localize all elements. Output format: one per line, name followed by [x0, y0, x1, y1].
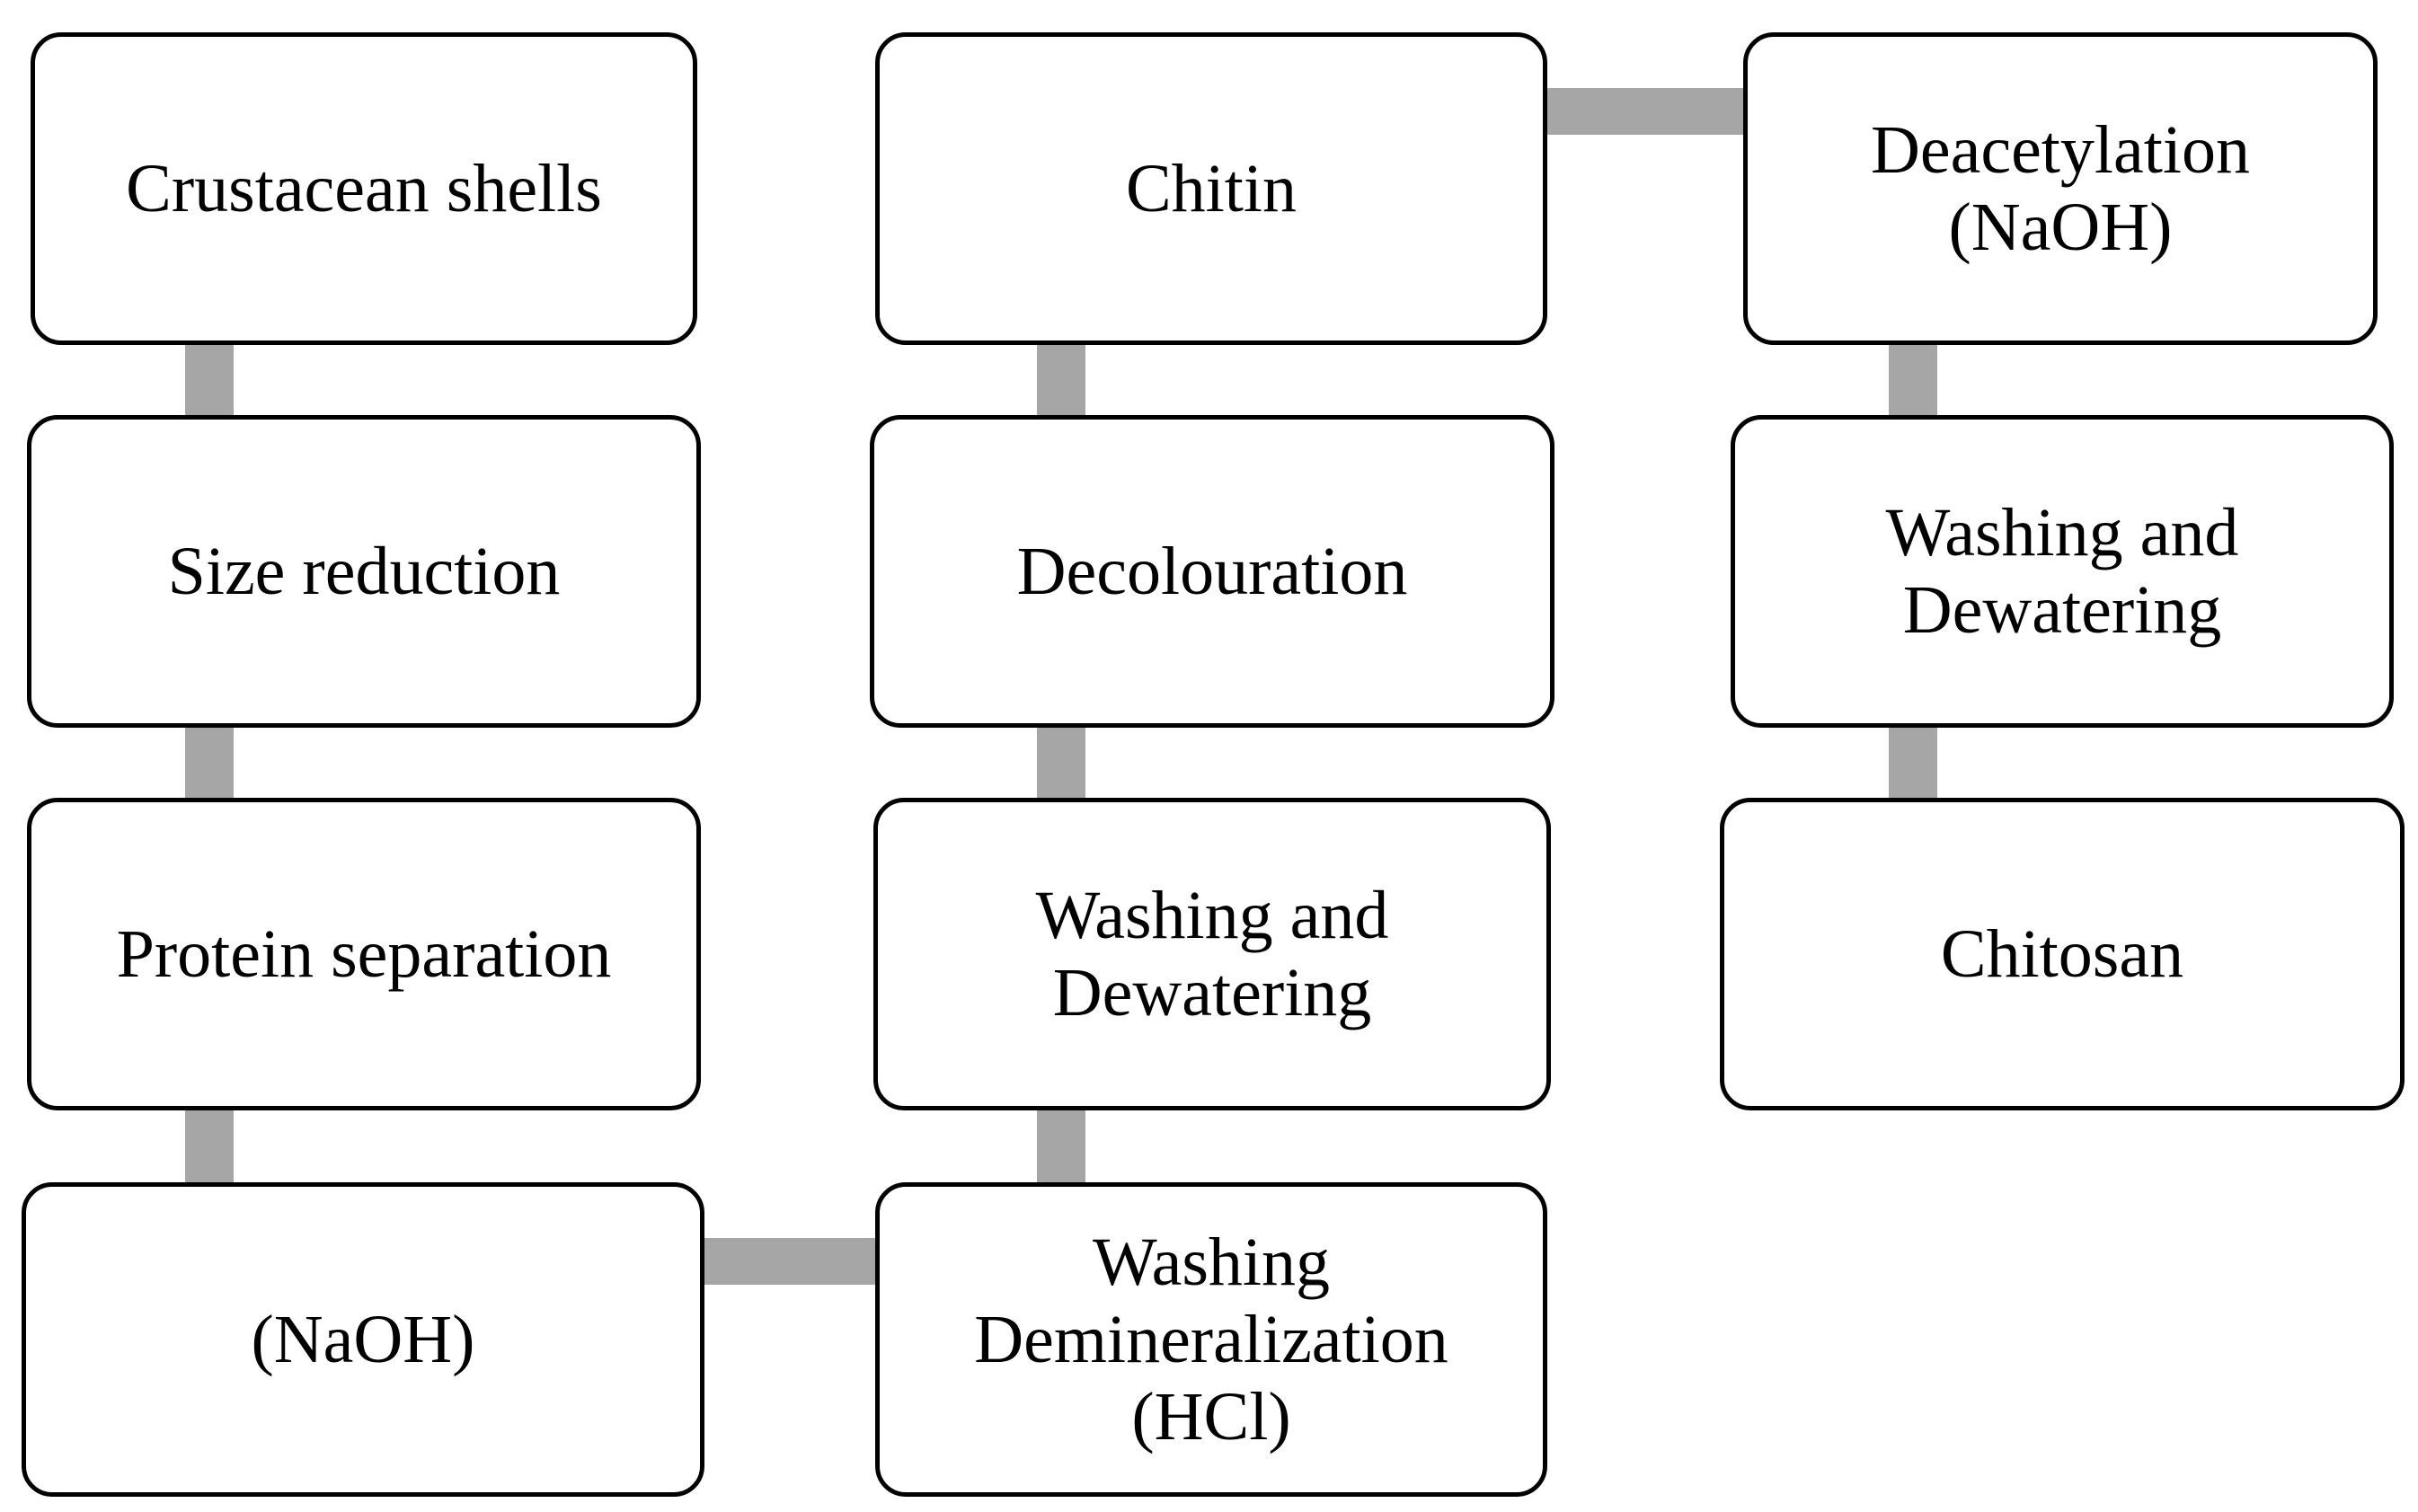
step-label: Washing Demineralization (HCl)	[974, 1225, 1448, 1455]
step-size-reduction: Size reduction	[27, 415, 701, 728]
connector-washing-to-decolouration	[1037, 722, 1085, 803]
connector-size-to-protein	[185, 722, 234, 803]
step-label: Size reduction	[167, 534, 561, 609]
step-label: Chitosan	[1940, 916, 2184, 992]
step-label: Crustacean shells	[126, 151, 602, 226]
connector-deacetylation-to-washing	[1889, 340, 1937, 420]
step-label: Deacetylation (NaOH)	[1870, 112, 2250, 265]
step-crustacean-shells: Crustacean shells	[31, 32, 697, 345]
connector-demineralization-to-washing	[1037, 1105, 1085, 1188]
step-label: Decolouration	[1016, 534, 1408, 609]
step-protein-separation: Protein separation	[27, 798, 701, 1110]
connector-washing-to-chitosan	[1889, 722, 1937, 803]
step-label: Protein separation	[116, 916, 612, 992]
step-washing-and-dewatering-2: Washing and Dewatering	[1731, 415, 2394, 728]
step-label: Washing and Dewatering	[1885, 495, 2239, 648]
connector-shells-to-size	[185, 340, 234, 420]
step-deacetylation-naoh: Deacetylation (NaOH)	[1743, 32, 2378, 345]
step-washing-demineralization-hcl: Washing Demineralization (HCl)	[875, 1182, 1547, 1497]
connector-chitin-to-deacetylation	[1542, 88, 1747, 135]
step-label: Washing and Dewatering	[1035, 878, 1389, 1030]
step-decolouration: Decolouration	[870, 415, 1554, 728]
connector-naoh-to-demineralization	[697, 1238, 881, 1285]
step-label: (NaOH)	[251, 1302, 475, 1377]
step-label: Chitin	[1125, 151, 1298, 226]
step-washing-and-dewatering-1: Washing and Dewatering	[873, 798, 1551, 1110]
connector-protein-to-naoh	[185, 1105, 234, 1188]
step-chitin: Chitin	[875, 32, 1547, 345]
step-naoh: (NaOH)	[22, 1182, 704, 1497]
step-chitosan: Chitosan	[1720, 798, 2405, 1110]
connector-decolouration-to-chitin	[1037, 340, 1085, 420]
